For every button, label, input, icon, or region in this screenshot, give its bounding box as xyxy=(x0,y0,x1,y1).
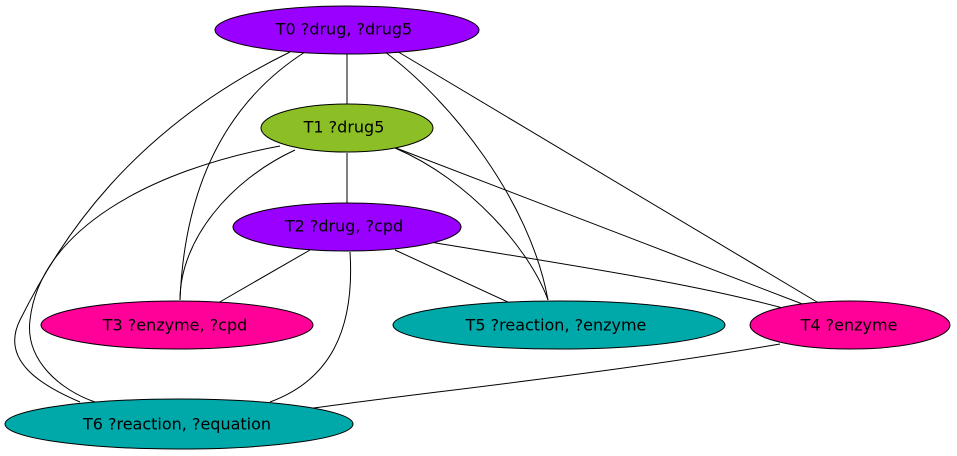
edge-t1-t6 xyxy=(29,145,281,403)
edge-t0-t3 xyxy=(179,51,306,301)
edge-t1-t5 xyxy=(394,147,549,301)
edge-t1-t4 xyxy=(395,147,806,306)
node-t6-label: T6 ?reaction, ?equation xyxy=(82,415,271,434)
node-t3-label: T3 ?enzyme, ?cpd xyxy=(102,316,248,335)
node-t5-shape xyxy=(392,300,726,350)
node-t4-shape xyxy=(749,300,951,350)
node-t4-label: T4 ?enzyme xyxy=(800,316,898,335)
edge-t0-t5 xyxy=(384,51,549,301)
node-t3-shape xyxy=(40,300,314,350)
node-t6-shape xyxy=(4,398,354,450)
node-t6: T6 ?reaction, ?equation xyxy=(4,398,354,450)
node-t5-label: T5 ?reaction, ?enzyme xyxy=(465,316,647,335)
edge-t2-t5 xyxy=(394,249,511,304)
nodes-layer: T0 ?drug, ?drug5 T1 ?drug5 T2 ?drug, ?cp… xyxy=(4,5,951,450)
edge-t2-t6 xyxy=(269,251,352,403)
edges-layer xyxy=(14,49,823,411)
node-t0-shape xyxy=(214,5,480,55)
node-t3: T3 ?enzyme, ?cpd xyxy=(40,300,314,350)
node-t0-label: T0 ?drug, ?drug5 xyxy=(275,20,412,39)
node-t1-label: T1 ?drug5 xyxy=(303,118,385,137)
node-t5: T5 ?reaction, ?enzyme xyxy=(392,300,726,350)
node-t2: T2 ?drug, ?cpd xyxy=(232,202,462,252)
edge-t1-t3 xyxy=(179,149,296,301)
edge-t4-t6 xyxy=(299,343,781,411)
node-t4: T4 ?enzyme xyxy=(749,300,951,350)
node-t1-shape xyxy=(260,103,434,153)
edge-t0-t4 xyxy=(394,49,823,306)
node-t2-shape xyxy=(232,202,462,252)
node-t2-label: T2 ?drug, ?cpd xyxy=(284,217,403,236)
edge-t2-t3 xyxy=(217,249,311,304)
node-t1: T1 ?drug5 xyxy=(260,103,434,153)
node-t0: T0 ?drug, ?drug5 xyxy=(214,5,480,55)
edge-t2-t4 xyxy=(429,241,791,311)
